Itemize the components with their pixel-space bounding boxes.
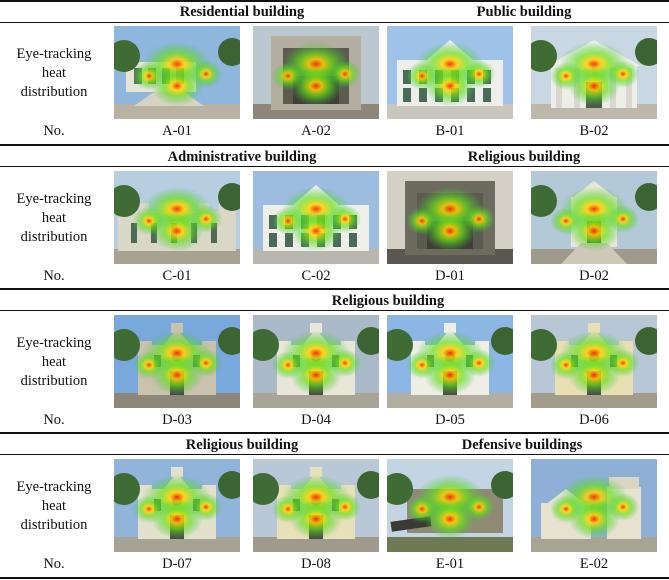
table-rule: [0, 432, 669, 434]
section-header: Residential building: [179, 4, 305, 20]
table-rule: [0, 288, 669, 290]
heatmap-image-d-07: [114, 459, 240, 552]
row-label-heat-distribution: Eye-tracking heat distribution: [16, 479, 92, 533]
building-code: D-06: [579, 412, 609, 428]
heatmap-image-b-01: [387, 26, 513, 119]
section-header: Religious building: [331, 293, 445, 309]
building-code: D-03: [162, 412, 192, 428]
table-rule: [0, 577, 669, 579]
row-label-heat-distribution: Eye-tracking heat distribution: [16, 46, 92, 100]
row-label-no: No.: [43, 412, 65, 428]
heatmap-image-d-02: [531, 171, 657, 264]
heatmap-image-c-02: [253, 171, 379, 264]
building-code: D-07: [162, 556, 192, 572]
building-code: D-05: [435, 412, 465, 428]
building-code: B-01: [435, 123, 465, 139]
table-rule: [0, 22, 669, 23]
building-code: E-01: [435, 556, 465, 572]
heatmap-image-e-02: [531, 459, 657, 552]
section-header: Religious building: [185, 437, 299, 453]
table-rule: [0, 166, 669, 167]
section-header: Administrative building: [167, 149, 317, 165]
section-header: Religious building: [467, 149, 581, 165]
building-code: D-02: [579, 268, 609, 284]
heatmap-image-d-04: [253, 315, 379, 408]
building-code: A-02: [301, 123, 331, 139]
row-label-no: No.: [43, 268, 65, 284]
row-label-no: No.: [43, 556, 65, 572]
heatmap-image-e-01: [387, 459, 513, 552]
heatmap-image-d-05: [387, 315, 513, 408]
building-code: C-02: [301, 268, 331, 284]
row-label-heat-distribution: Eye-tracking heat distribution: [16, 191, 92, 245]
table-rule: [0, 454, 669, 455]
building-code: D-08: [301, 556, 331, 572]
heatmap-image-d-03: [114, 315, 240, 408]
section-header: Defensive buildings: [461, 437, 583, 453]
heatmap-image-c-01: [114, 171, 240, 264]
heatmap-image-a-01: [114, 26, 240, 119]
heatmap-image-d-06: [531, 315, 657, 408]
table-rule: [0, 310, 669, 311]
building-code: C-01: [162, 268, 192, 284]
row-label-no: No.: [43, 123, 65, 139]
heatmap-image-d-01: [387, 171, 513, 264]
building-code: E-02: [579, 556, 609, 572]
building-code: D-01: [435, 268, 465, 284]
building-code: D-04: [301, 412, 331, 428]
section-header: Public building: [476, 4, 572, 20]
heatmap-image-b-02: [531, 26, 657, 119]
table-rule: [0, 144, 669, 146]
building-code: A-01: [162, 123, 192, 139]
row-label-heat-distribution: Eye-tracking heat distribution: [16, 335, 92, 389]
heatmap-image-a-02: [253, 26, 379, 119]
heatmap-image-d-08: [253, 459, 379, 552]
table-rule: [0, 0, 669, 2]
building-code: B-02: [579, 123, 609, 139]
